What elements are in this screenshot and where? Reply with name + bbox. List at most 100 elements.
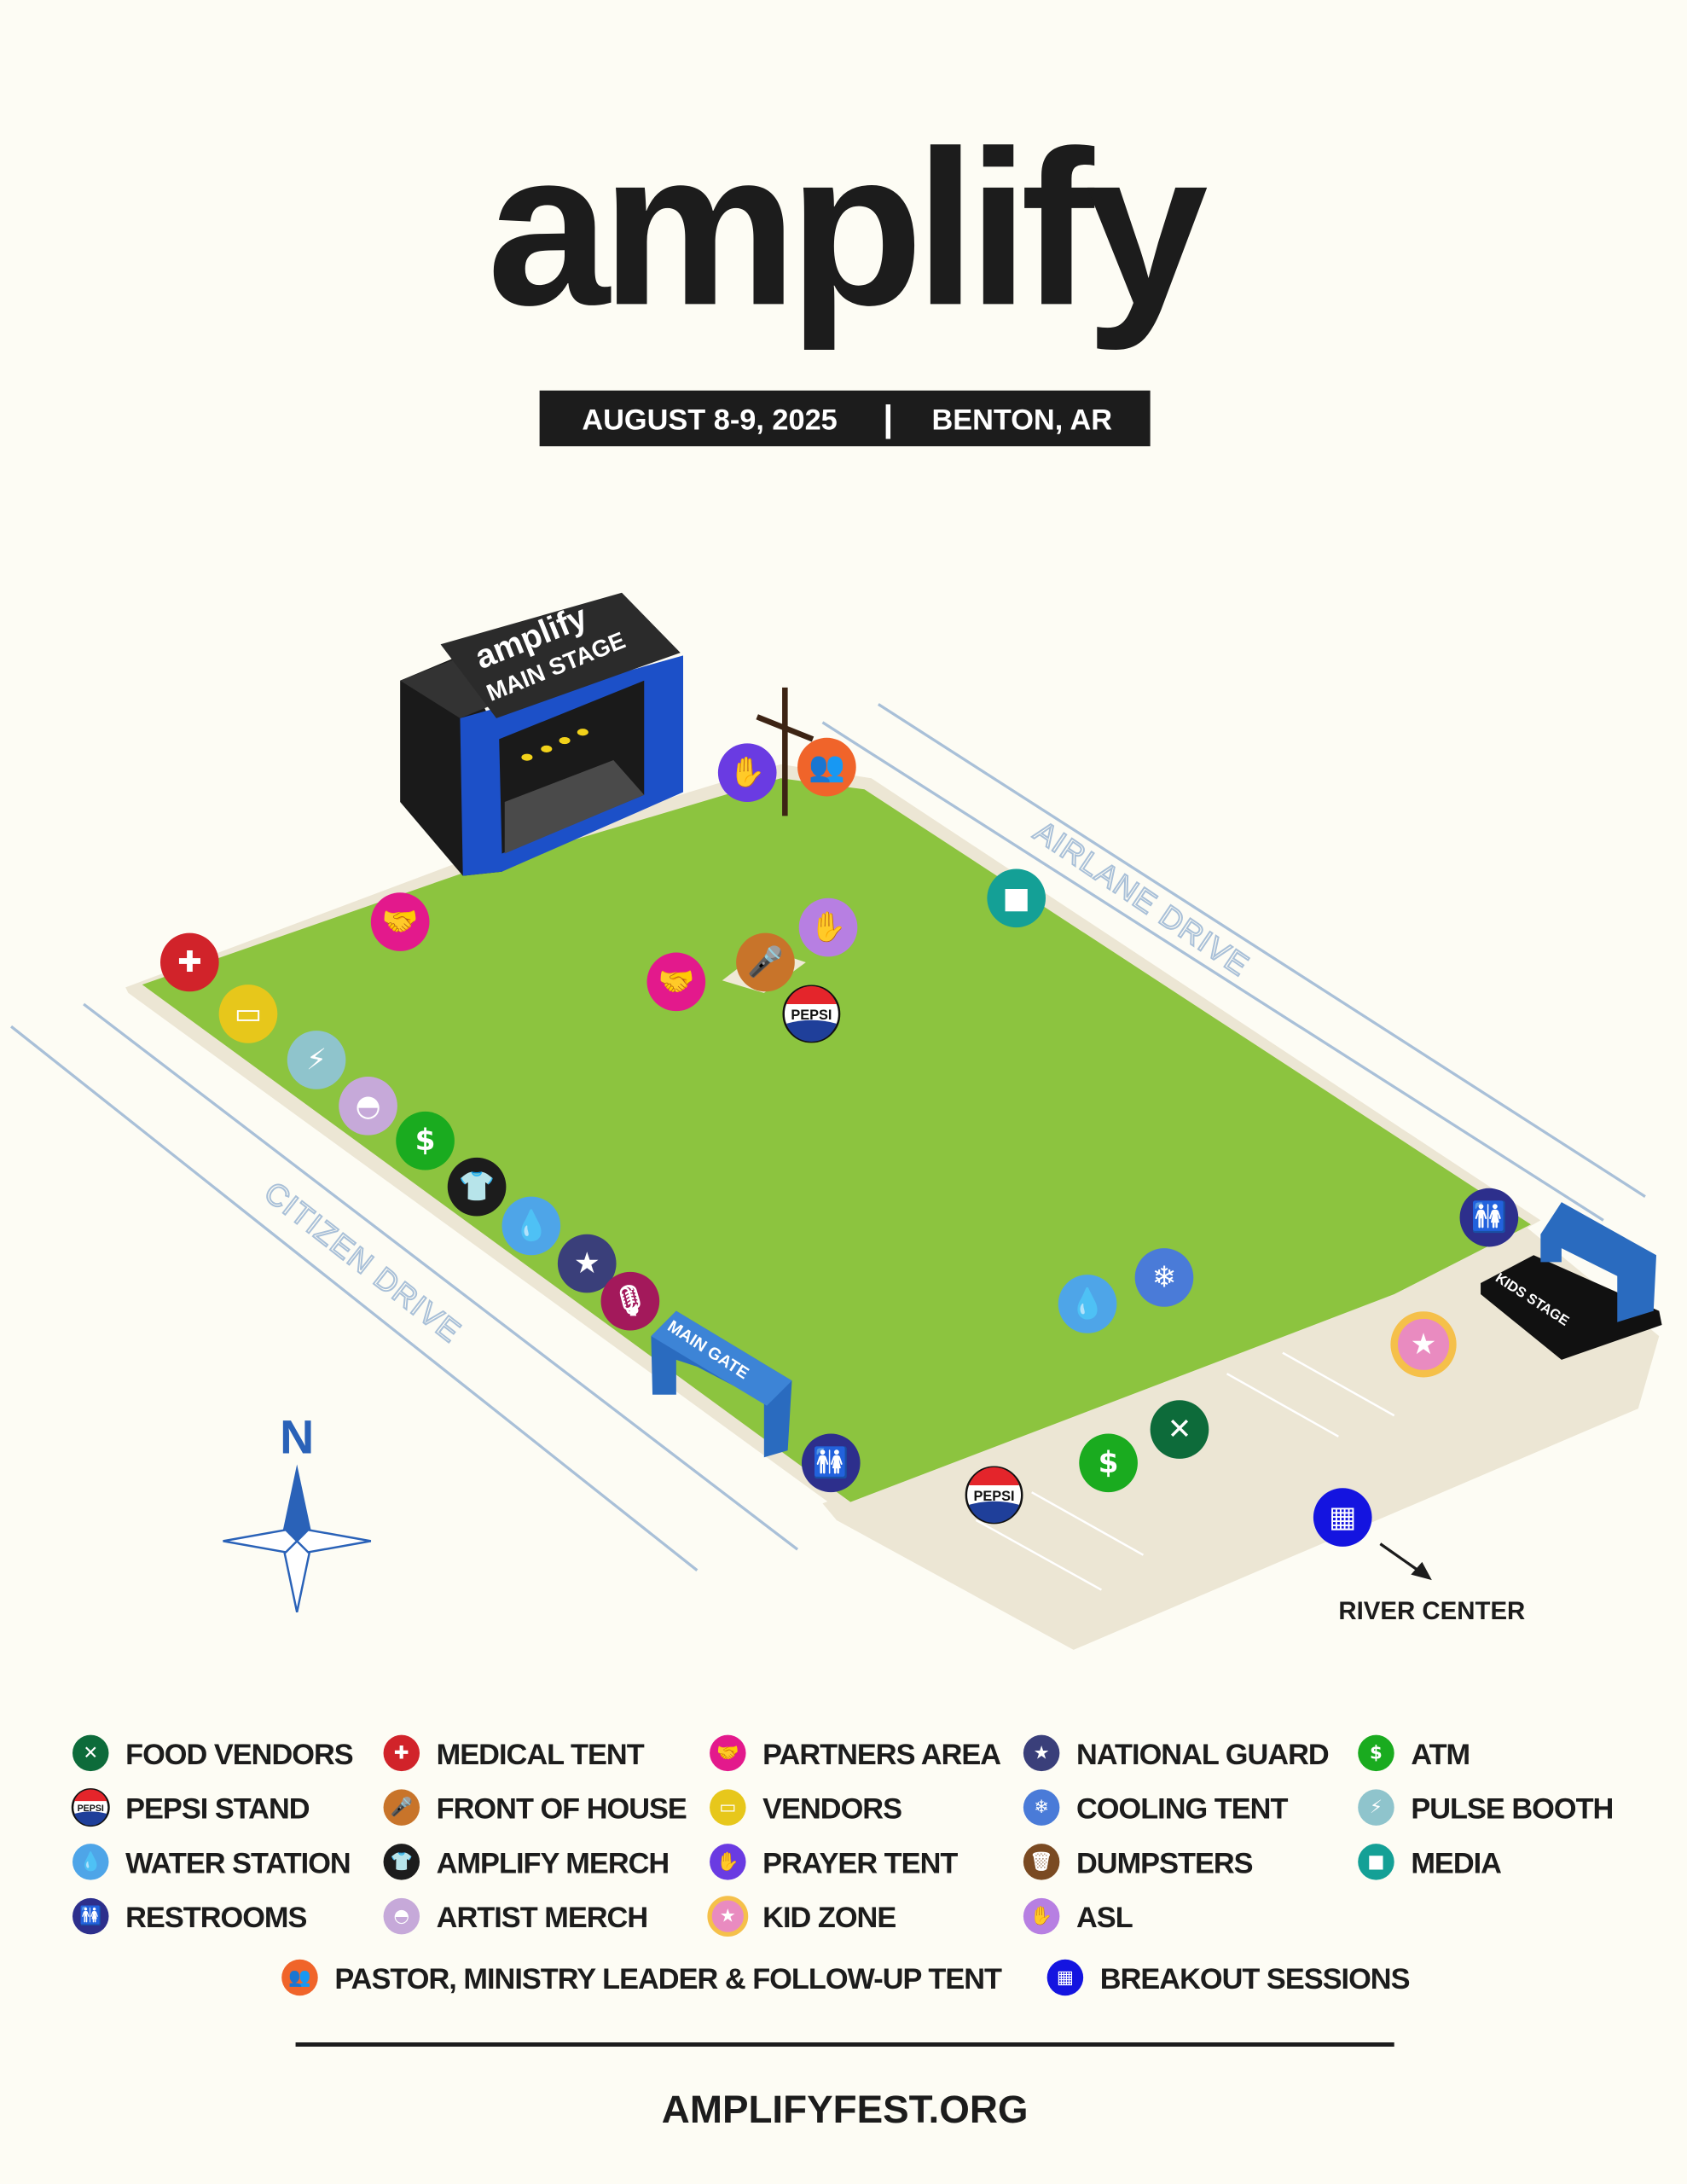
info-separator: | (883, 399, 893, 439)
svg-text:■: ■ (1002, 881, 1029, 915)
map-marker-podcast[interactable]: 🎙 (600, 1271, 660, 1331)
svg-text:$: $ (415, 1124, 436, 1158)
map-marker-kid[interactable]: ★ (1390, 1311, 1457, 1378)
restroom-icon: 🚻 (72, 1897, 109, 1935)
map-marker-asl[interactable]: ✋ (798, 897, 858, 957)
svg-text:❄: ❄ (1034, 1797, 1049, 1818)
svg-text:🎤: 🎤 (747, 944, 784, 979)
svg-text:◓: ◓ (356, 1089, 381, 1123)
legend-item-dumpsters: 🗑 DUMPSTERS (1023, 1844, 1254, 1880)
legend-item-cooling: ❄ COOLING TENT (1023, 1789, 1289, 1826)
svg-text:🚻: 🚻 (813, 1445, 849, 1480)
legend-item-medical: ✚ MEDICAL TENT (383, 1734, 646, 1772)
svg-text:👥: 👥 (288, 1967, 310, 1989)
map-marker-pepsi[interactable]: PEPSI (965, 1466, 1023, 1525)
pepsi-text: PEPSI (973, 1489, 1014, 1504)
pepsi-text: PEPSI (791, 1008, 832, 1023)
map-marker-media[interactable]: ■ (987, 868, 1046, 928)
svg-text:⚡: ⚡ (306, 1043, 327, 1077)
svg-text:✚: ✚ (177, 945, 202, 979)
legend-label: MEDICAL TENT (437, 1739, 645, 1771)
legend-label: PARTNERS AREA (762, 1739, 1000, 1771)
map-marker-restrooms[interactable]: 🚻 (801, 1433, 861, 1493)
video-camera-icon: ■ (1358, 1844, 1394, 1880)
svg-text:🗑: 🗑 (1030, 1851, 1053, 1873)
map-marker-restrooms[interactable]: 🚻 (1459, 1188, 1519, 1247)
medical-cross-icon: ✚ (383, 1734, 420, 1772)
map-marker-breakout[interactable]: ▦ (1313, 1488, 1372, 1547)
map-marker-medical[interactable]: ✚ (159, 932, 219, 992)
svg-text:🚻: 🚻 (1471, 1199, 1508, 1234)
map-marker-vendors[interactable]: ▭ (218, 985, 278, 1043)
map-marker-foh[interactable]: 🎤 (736, 932, 795, 992)
svg-text:✕: ✕ (83, 1742, 98, 1763)
river-center-label[interactable]: RIVER CENTER (1338, 1597, 1525, 1625)
map-marker-pastor[interactable]: 👥 (797, 737, 856, 797)
svg-text:✋: ✋ (729, 755, 766, 790)
svg-text:★: ★ (574, 1246, 600, 1281)
river-center-pointer: RIVER CENTER (1338, 1542, 1525, 1625)
map-marker-partners[interactable]: 🤝 (646, 952, 706, 1012)
legend-label: DUMPSTERS (1076, 1847, 1253, 1879)
kids-stage: KIDS STAGE (1481, 1202, 1662, 1360)
map-legend: ✕FOOD VENDORS✚MEDICAL TENT🤝PARTNERS AREA… (71, 1734, 1614, 1996)
legend-label: COOLING TENT (1076, 1793, 1288, 1826)
legend-label: ARTIST MERCH (437, 1902, 647, 1934)
amplify-logo: amplify (487, 104, 1209, 351)
svg-text:💧: 💧 (79, 1850, 101, 1873)
svg-text:$: $ (1099, 1446, 1119, 1480)
svg-text:$: $ (1370, 1742, 1383, 1763)
legend-label: PULSE BOOTH (1411, 1793, 1613, 1826)
legend-label: FOOD VENDORS (125, 1739, 353, 1771)
svg-text:✕: ✕ (1168, 1413, 1192, 1447)
map-marker-guard[interactable]: ★ (557, 1234, 617, 1293)
map-marker-partners[interactable]: 🤝 (370, 892, 430, 951)
legend-item-food: ✕ FOOD VENDORS (72, 1734, 354, 1772)
legend-item-pulse: ⚡ PULSE BOOTH (1358, 1789, 1614, 1826)
map-marker-water[interactable]: 💧 (501, 1196, 561, 1256)
legend-item-amerch: 👕AMPLIFY MERCH (383, 1844, 670, 1880)
svg-text:👕: 👕 (459, 1170, 496, 1204)
trash-can-icon: 🗑 (1023, 1844, 1060, 1880)
legend-item-water: 💧 WATER STATION (72, 1844, 351, 1880)
map-marker-cooling[interactable]: ❄ (1134, 1248, 1194, 1307)
pulse-icon: ⚡ (1358, 1789, 1394, 1826)
map-marker-amerch[interactable]: 👕 (447, 1157, 507, 1217)
legend-item-foh: 🎤FRONT OF HOUSE (383, 1789, 687, 1826)
map-marker-artist[interactable]: ◓ (339, 1077, 397, 1136)
legend-item-restrooms: 🚻RESTROOMS (72, 1897, 308, 1935)
dollar-icon: $ (1358, 1734, 1394, 1772)
svg-text:💧: 💧 (513, 1208, 549, 1243)
compass-rose-icon: N (223, 1410, 372, 1612)
svg-text:▦: ▦ (1057, 1967, 1074, 1989)
map-marker-food[interactable]: ✕ (1150, 1400, 1209, 1459)
website-link[interactable]: AMPLIFYFEST.ORG (662, 2088, 1029, 2131)
map-marker-water[interactable]: 💧 (1058, 1275, 1117, 1333)
map-marker-atm[interactable]: $ (1079, 1433, 1138, 1493)
legend-item-artist: ◓ARTIST MERCH (383, 1897, 648, 1935)
svg-text:★: ★ (1411, 1327, 1437, 1362)
map-marker-pulse[interactable]: ⚡ (287, 1031, 346, 1089)
map-marker-prayer[interactable]: ✋ (717, 743, 777, 802)
svg-text:✚: ✚ (394, 1742, 409, 1763)
svg-text:🎤: 🎤 (391, 1796, 413, 1818)
legend-label: WATER STATION (125, 1847, 351, 1879)
map-marker-atm[interactable]: $ (396, 1111, 455, 1170)
legend-label: NATIONAL GUARD (1076, 1739, 1329, 1771)
storefront-icon: ▭ (710, 1789, 746, 1826)
legend-label: ASL (1076, 1902, 1133, 1934)
legend-label: VENDORS (762, 1793, 901, 1826)
map-markers: ✚ ▭ ⚡ ◓ $ 👕 💧 ★ 🎙 🤝 🤝 🎤 ✋ PEPSI ✋ 👥 ■ 🚻 PEPSI $ ✕ 💧 ❄ 🚻 ★ ▦ (159, 737, 1519, 1547)
snowflake-icon: ❄ (1023, 1789, 1060, 1826)
event-date: AUGUST 8-9, 2025 (582, 404, 837, 437)
svg-text:✋: ✋ (810, 909, 847, 944)
svg-text:👥: 👥 (809, 750, 845, 784)
svg-text:🎙: 🎙 (612, 1284, 649, 1318)
legend-label: PASTOR, MINISTRY LEADER & FOLLOW-UP TENT (334, 1963, 1002, 1995)
map-marker-pepsi[interactable]: PEPSI (782, 985, 841, 1043)
svg-text:▭: ▭ (719, 1797, 736, 1818)
legend-label: ATM (1411, 1739, 1470, 1771)
main-stage: amplify MAIN STAGE (400, 592, 684, 876)
legend-item-kid: ★KID ZONE (707, 1896, 896, 1937)
